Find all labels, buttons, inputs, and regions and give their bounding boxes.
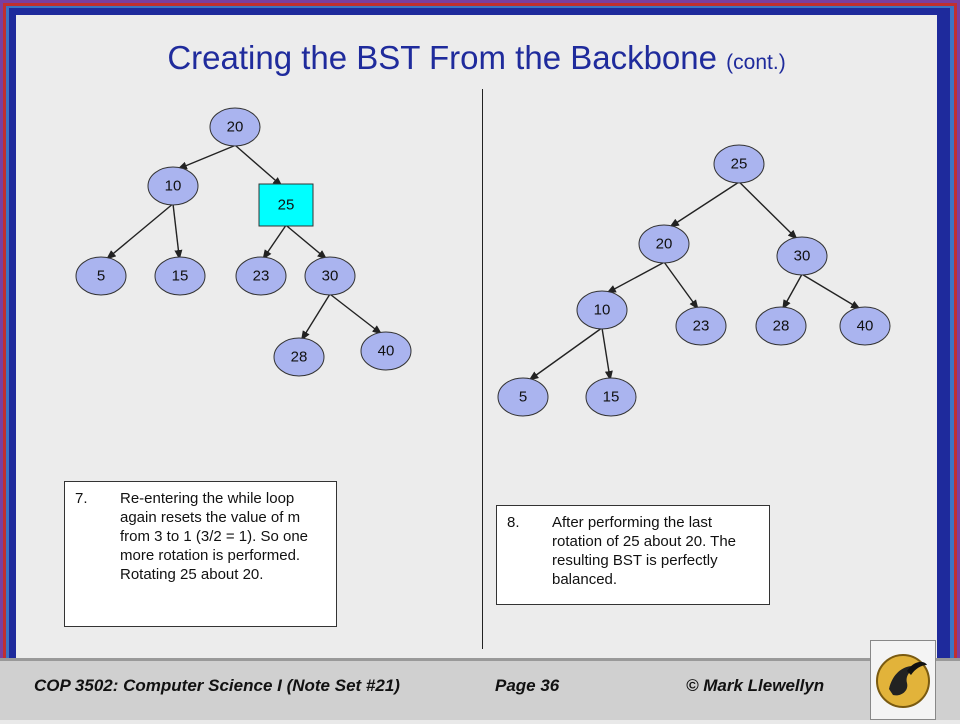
right_tree-node-25 bbox=[713, 144, 765, 184]
left_tree-edge-10-15 bbox=[172, 204, 183, 260]
note-left-text: Re-entering the while loop again resets … bbox=[120, 490, 309, 583]
left_tree-node-label-30: 30 bbox=[322, 268, 339, 285]
left_tree-node-25 bbox=[258, 183, 314, 227]
footer-page: Page 36 bbox=[495, 676, 560, 695]
left_tree-edge-25-30 bbox=[286, 225, 328, 260]
right_tree-node-label-30: 30 bbox=[794, 248, 811, 265]
title-main: Creating the BST From the Backbone bbox=[167, 39, 717, 76]
right_tree-edge-10-15 bbox=[601, 328, 613, 381]
footer-author: © Mark Llewellyn bbox=[686, 676, 825, 695]
left_tree-node-28 bbox=[273, 337, 325, 377]
slide-title: Creating the BST From the Backbone (cont… bbox=[16, 39, 937, 77]
left_tree-edge-30-28 bbox=[300, 294, 330, 341]
right_tree-edge-25-30 bbox=[739, 182, 798, 240]
right_tree-node-label-28: 28 bbox=[773, 318, 790, 335]
left_tree-edge-20-10 bbox=[177, 145, 235, 170]
left_tree-node-5 bbox=[75, 256, 127, 296]
right_tree-node-label-5: 5 bbox=[519, 389, 527, 406]
right_tree-node-label-15: 15 bbox=[603, 389, 620, 406]
right_tree-node-40 bbox=[839, 306, 891, 346]
right_tree-edge-30-28 bbox=[782, 274, 803, 310]
right_tree-node-15 bbox=[585, 377, 637, 417]
right_tree-node-label-40: 40 bbox=[857, 318, 874, 335]
right_tree-node-23 bbox=[675, 306, 727, 346]
left_tree-node-label-15: 15 bbox=[172, 268, 189, 285]
title-suffix: (cont.) bbox=[726, 51, 786, 74]
right_tree-node-10 bbox=[576, 290, 628, 330]
right_tree-edge-20-10 bbox=[606, 262, 664, 294]
left_tree-node-10 bbox=[147, 166, 199, 206]
left_tree-node-label-20: 20 bbox=[227, 119, 244, 136]
note-right-number: 8. bbox=[507, 514, 520, 531]
footer-bar bbox=[0, 658, 960, 720]
right_tree-node-label-23: 23 bbox=[693, 318, 710, 335]
left_tree-node-23 bbox=[235, 256, 287, 296]
right_tree-edge-25-20 bbox=[669, 182, 738, 228]
right_tree-node-30 bbox=[776, 236, 828, 276]
right_tree-edge-30-40 bbox=[802, 274, 861, 310]
left_tree-node-label-5: 5 bbox=[97, 268, 105, 285]
right_tree-edge-20-23 bbox=[664, 262, 699, 310]
left_tree-node-20 bbox=[209, 107, 261, 147]
left_tree-node-label-28: 28 bbox=[291, 349, 308, 366]
note-left: 7. Re-entering the while loop again rese… bbox=[64, 481, 337, 627]
ucf-pegasus-logo bbox=[870, 640, 936, 720]
left_tree-node-label-10: 10 bbox=[165, 178, 182, 195]
left_tree-edge-25-23 bbox=[262, 225, 287, 260]
right_tree-node-label-25: 25 bbox=[731, 156, 748, 173]
left_tree-node-40 bbox=[360, 331, 412, 371]
left_tree-node-15 bbox=[154, 256, 206, 296]
right_tree-node-label-20: 20 bbox=[656, 236, 673, 253]
note-right: 8. After performing the last rotation of… bbox=[496, 505, 770, 605]
footer-course: COP 3502: Computer Science I (Note Set #… bbox=[34, 676, 400, 695]
right_tree-edge-10-5 bbox=[528, 328, 601, 381]
note-left-number: 7. bbox=[75, 490, 88, 507]
note-right-text: After performing the last rotation of 25… bbox=[552, 514, 737, 588]
pegasus-icon bbox=[876, 654, 930, 708]
column-divider bbox=[482, 89, 483, 649]
right_tree-node-label-10: 10 bbox=[594, 302, 611, 319]
right_tree-node-28 bbox=[755, 306, 807, 346]
left_tree-edge-20-25 bbox=[235, 145, 283, 187]
left_tree-edge-30-40 bbox=[330, 294, 383, 335]
left_tree-edge-10-5 bbox=[105, 204, 173, 260]
left_tree-node-label-23: 23 bbox=[253, 268, 270, 285]
left_tree-node-30 bbox=[304, 256, 356, 296]
right_tree-node-5 bbox=[497, 377, 549, 417]
right_tree-node-20 bbox=[638, 224, 690, 264]
left_tree-node-label-25: 25 bbox=[278, 197, 295, 214]
left_tree-node-label-40: 40 bbox=[378, 343, 395, 360]
